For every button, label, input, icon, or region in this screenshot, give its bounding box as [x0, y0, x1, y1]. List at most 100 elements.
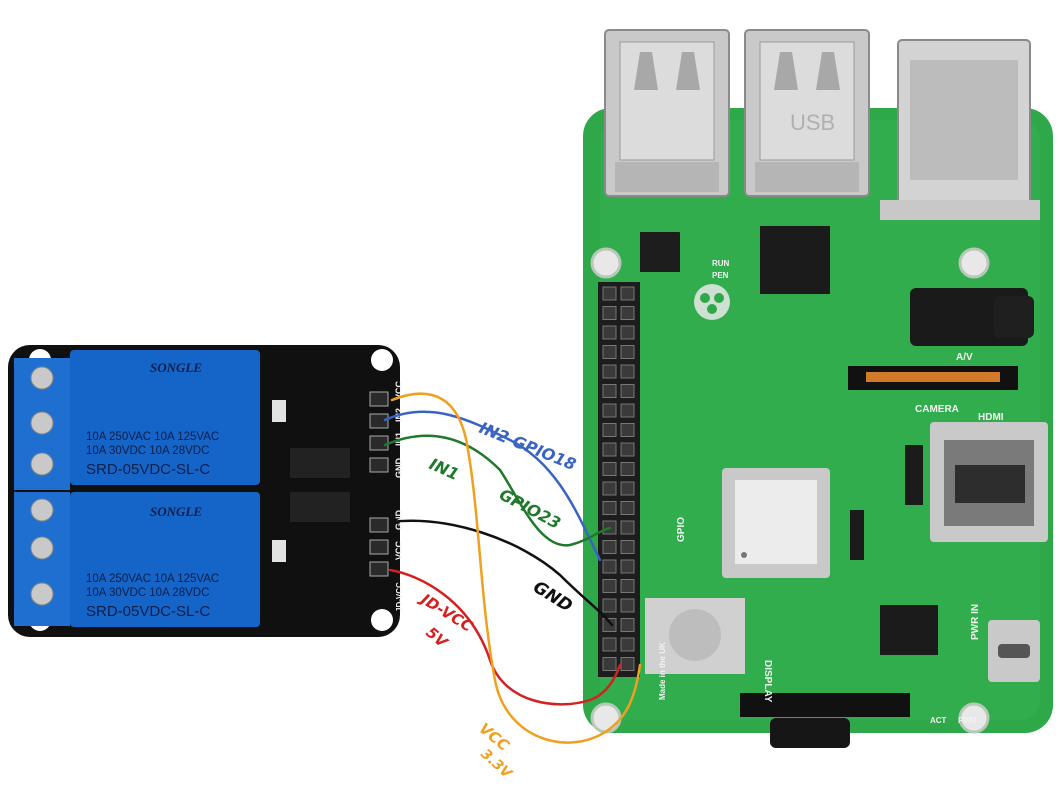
pin-label-jdvcc: JD-VCC: [395, 582, 404, 612]
pin-label-vcc-bottom: VCC: [394, 540, 404, 560]
gpio-pin: [602, 462, 617, 476]
pin-label-gnd-top: GND: [394, 458, 404, 479]
silk-pen: PEN: [712, 271, 729, 280]
gpio-pin: [602, 325, 617, 340]
gpio-pin: [620, 520, 635, 535]
gpio-pin: [602, 579, 617, 593]
relay1-rating2: 10A 30VDC 10A 28VDC: [86, 445, 209, 457]
usb-port-right: USB: [744, 29, 870, 197]
silk-av: A/V: [956, 352, 973, 363]
gpio-pin: [620, 559, 635, 574]
usb-port-left: [604, 29, 730, 197]
gpio-pin: [602, 384, 617, 398]
header-pin: [369, 457, 389, 473]
header-pin: [369, 561, 389, 577]
relay2-model: SRD-05VDC-SL-C: [86, 603, 210, 620]
gpio-pin: [620, 598, 635, 613]
gpio-pin: [602, 442, 617, 457]
gpio-pin: [602, 306, 617, 320]
silk-act: ACT: [930, 716, 947, 725]
relay1-model: SRD-05VDC-SL-C: [86, 461, 210, 478]
relay-2: SONGLE 10A 250VAC 10A 125VAC 10A 30VDC 1…: [70, 492, 260, 627]
wire-blue: [383, 410, 602, 562]
label-in1: IN1: [426, 454, 462, 484]
relay-module: SONGLE 10A 250VAC 10A 125VAC 10A 30VDC 1…: [8, 345, 404, 637]
pin-label-vcc-top: VCC: [394, 380, 404, 400]
gpio-pin: [602, 423, 617, 437]
gpio-pin: [620, 403, 635, 418]
terminal-block-1: [14, 358, 70, 490]
silk-uk: Made in the UK: [658, 642, 667, 700]
label-vcc: VCC: [475, 719, 512, 754]
silk-display: DISPLAY: [762, 660, 773, 703]
relay-1: SONGLE 10A 250VAC 10A 125VAC 10A 30VDC 1…: [70, 350, 260, 485]
display-connector: [740, 693, 910, 717]
gpio-pin: [602, 501, 617, 515]
gpio-pin: [620, 579, 635, 593]
gpio-pin: [620, 637, 635, 652]
gpio-pin: [620, 481, 635, 496]
gpio-pin: [602, 345, 617, 359]
pin-label-gnd-bottom: GND: [394, 510, 404, 531]
gpio-pin: [602, 559, 617, 574]
label-gpio23: GPIO23: [496, 485, 564, 533]
gpio-pin: [620, 501, 635, 515]
gpio-pin: [620, 345, 635, 359]
usb-label: USB: [790, 110, 835, 135]
silk-camera: CAMERA: [915, 404, 959, 415]
wire-black: [388, 519, 614, 627]
gpio-pin: [620, 423, 635, 437]
silk-gpio: GPIO: [676, 517, 687, 542]
wire-red: [388, 568, 622, 706]
gpio-pin: [620, 364, 635, 379]
relay2-rating1: 10A 250VAC 10A 125VAC: [86, 573, 219, 585]
header-pin: [369, 391, 389, 407]
gpio-pin: [620, 540, 635, 554]
label-5v: 5V: [422, 623, 452, 652]
gpio-pin: [620, 286, 635, 301]
gpio-pin: [602, 598, 617, 613]
gpio-pin: [602, 540, 617, 554]
gpio-pin: [602, 403, 617, 418]
label-3v3: 3.3V: [477, 746, 515, 783]
gpio-pin: [620, 462, 635, 476]
header-pin: [369, 435, 389, 451]
gpio-pin: [602, 618, 617, 632]
gpio-pin: [602, 637, 617, 652]
relay2-brand: SONGLE: [150, 504, 202, 519]
gpio-pin: [602, 657, 617, 671]
annotations: IN2 GPIO18 IN1 GPIO23 GND JD-VCC 5V VCC …: [415, 418, 579, 783]
gpio-pin: [602, 286, 617, 301]
relay-pins-top: [369, 391, 389, 473]
silk-power: PWR IN: [970, 604, 981, 640]
gpio-header: [598, 282, 640, 677]
wire-green: [383, 434, 612, 547]
gpio-pin: [602, 364, 617, 379]
gpio-pin: [620, 384, 635, 398]
ethernet-port: [880, 39, 1040, 220]
silk-pwr: PWR: [958, 716, 977, 725]
gpio-pin: [620, 325, 635, 340]
relay1-brand: SONGLE: [150, 360, 202, 375]
gpio-pin: [620, 618, 635, 632]
silk-run: RUN: [712, 259, 730, 268]
gpio-pin: [602, 481, 617, 496]
gpio-pin: [620, 657, 635, 671]
wires: [383, 392, 642, 744]
header-pin: [369, 539, 389, 555]
relay2-rating2: 10A 30VDC 10A 28VDC: [86, 587, 209, 599]
relay1-rating1: 10A 250VAC 10A 125VAC: [86, 431, 219, 443]
usb-lan-chip: [760, 226, 830, 294]
wire-orange: [390, 392, 642, 744]
label-in2-gpio18: IN2 GPIO18: [477, 418, 579, 474]
raspberry-pi-board: USB: [583, 29, 1053, 748]
raspberry-logo-icon: [694, 284, 730, 320]
terminal-block-2: [14, 492, 70, 626]
gpio-pin: [620, 306, 635, 320]
relay-pins-bottom: [369, 517, 389, 577]
gpio-pin: [620, 442, 635, 457]
header-pin: [369, 413, 389, 429]
header-pin: [369, 517, 389, 533]
silk-hdmi: HDMI: [978, 412, 1004, 423]
